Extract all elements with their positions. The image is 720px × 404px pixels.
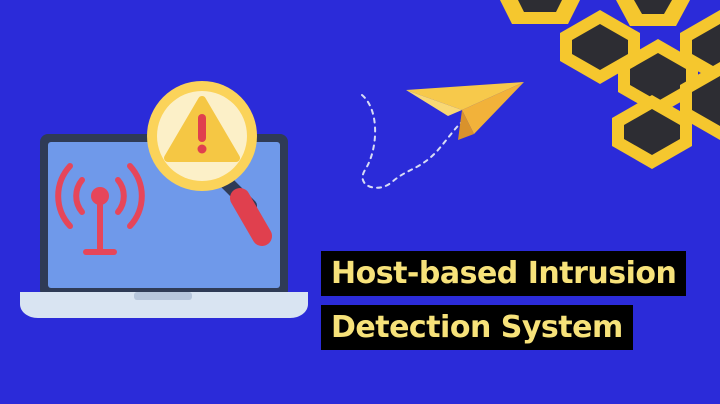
title-line-2: Detection System xyxy=(321,305,633,350)
antenna-signal-icon xyxy=(55,163,145,255)
hexagon-pattern-icon xyxy=(500,0,720,169)
warning-triangle-icon xyxy=(164,96,240,162)
paper-plane-icon xyxy=(361,82,524,189)
title-line-1: Host-based Intrusion xyxy=(321,251,687,296)
